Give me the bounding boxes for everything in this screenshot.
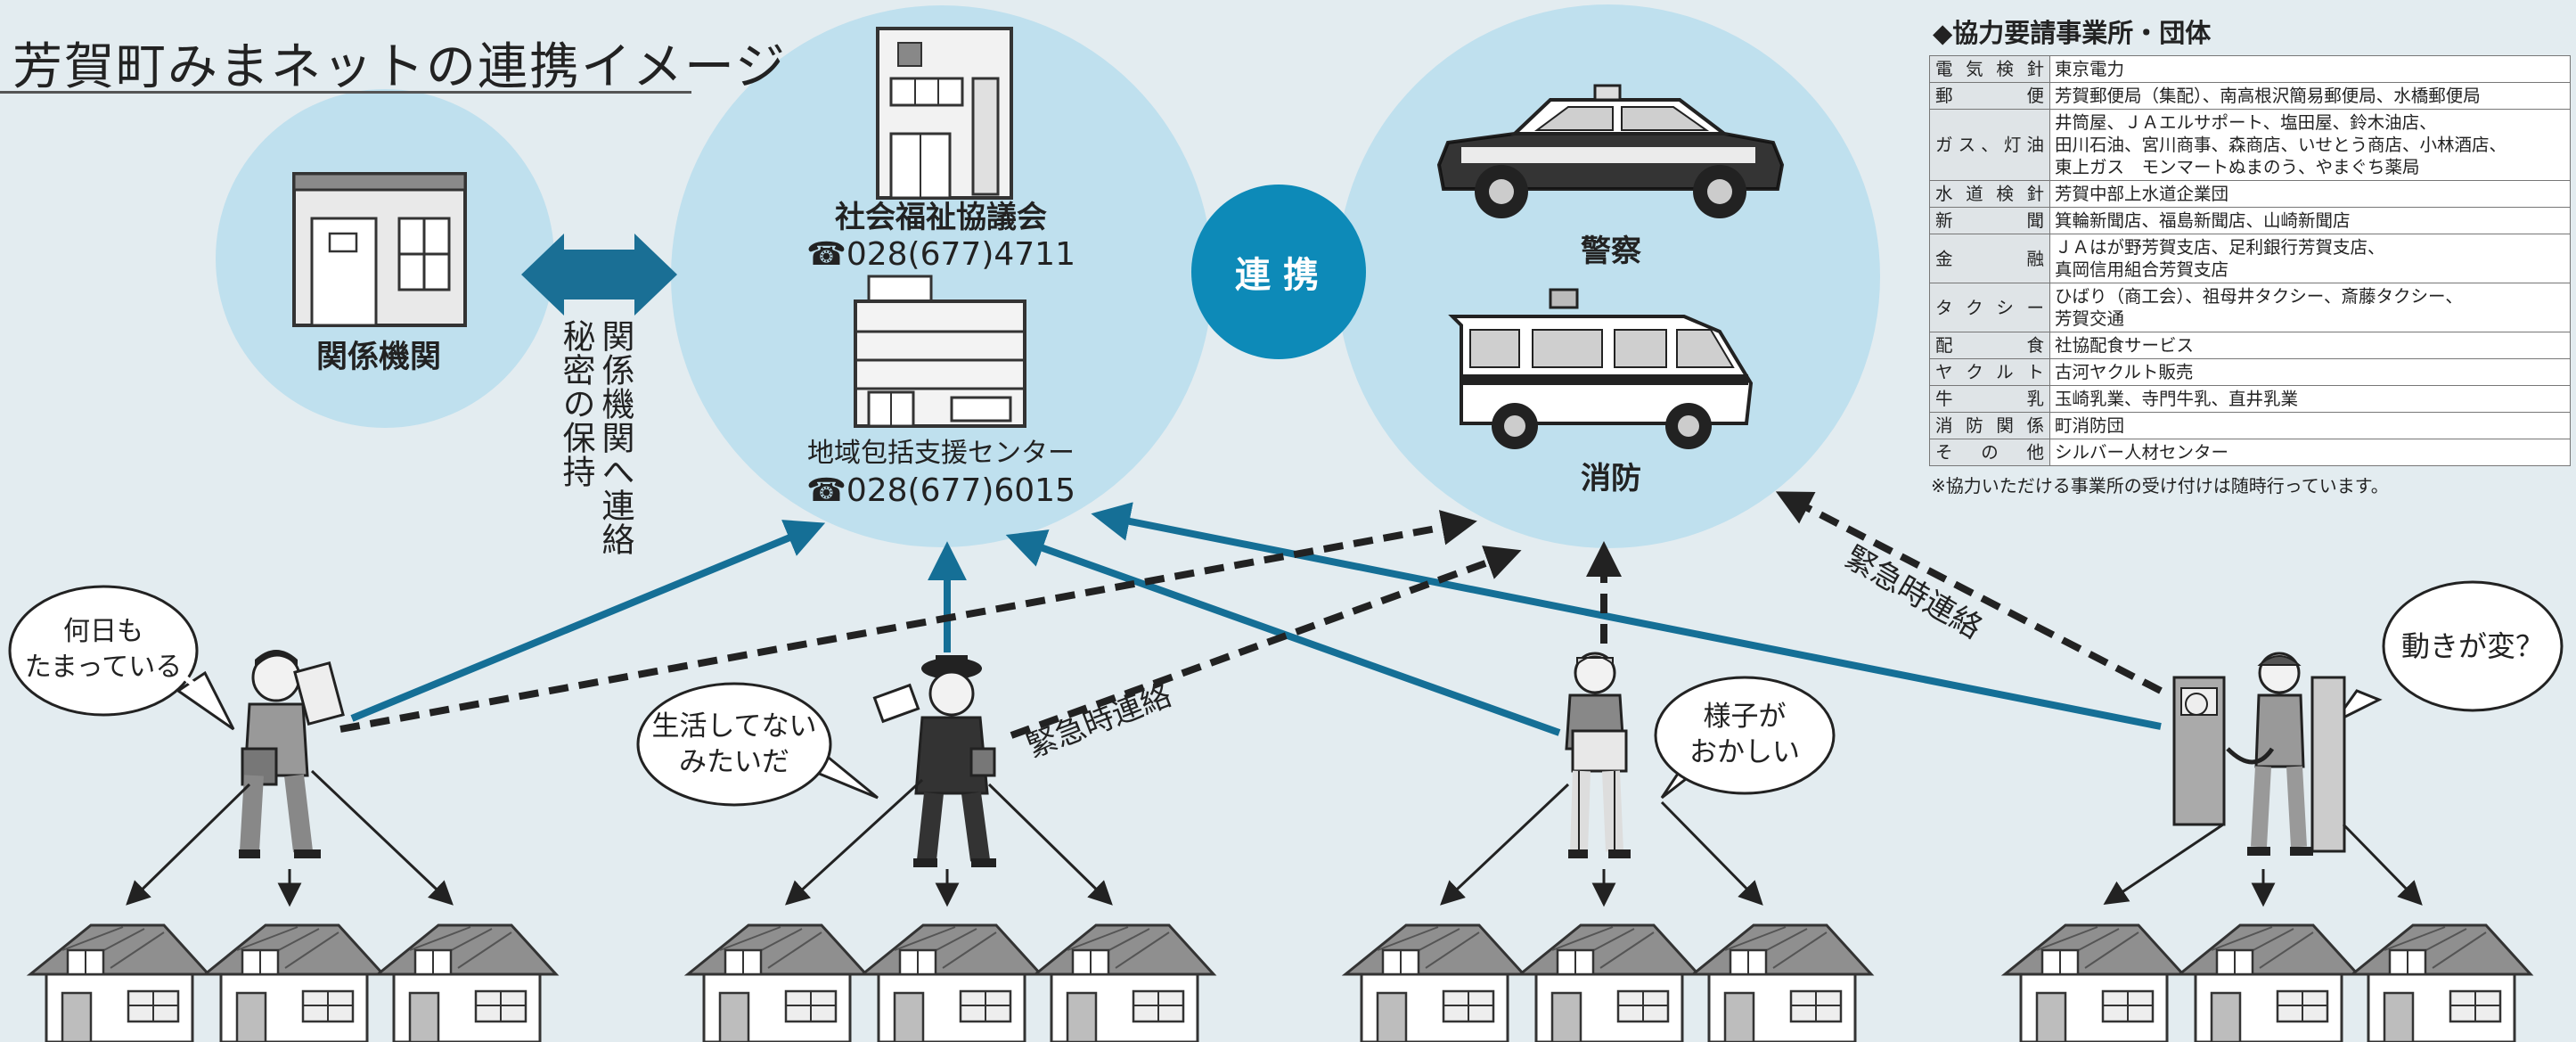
agency-building-icon: [292, 172, 467, 327]
related-agency-label: 関係機関: [316, 340, 441, 375]
newspaper-carrier-icon: [239, 650, 345, 858]
center-phone: ☎028(677)6015: [806, 472, 1075, 509]
table-row: 牛乳玉崎乳業、寺門牛乳、直井乳業: [1929, 385, 2571, 413]
table-row: 郵便芳賀郵便局（集配）、南高根沢簡易郵便局、水橋郵便局: [1929, 82, 2571, 110]
table-cell-members: 井筒屋、ＪＡエルサポート、塩田屋、鈴木油店、 田川石油、宮川商事、森商店、いせと…: [2049, 109, 2571, 181]
privacy-label-2: 秘密の保持: [557, 319, 595, 488]
table-cell-members: 社協配食サービス: [2049, 332, 2571, 359]
emergency-arrow-gas: [1775, 491, 2163, 694]
table-row: その他シルバー人材センター: [1929, 439, 2571, 466]
table-row: 消防関係町消防団: [1929, 412, 2571, 439]
table-row: 配食社協配食サービス: [1929, 332, 2571, 359]
title-underline: [0, 91, 691, 94]
council-phone: ☎028(677)4711: [806, 236, 1075, 273]
double-arrow-icon: [521, 234, 677, 316]
table-cell-category: ヤクルト: [1929, 358, 2050, 386]
speech-bubble-delivery: [1654, 676, 1836, 800]
speech-newspaper-line1: 何日も: [63, 616, 143, 647]
table-cell-category: 水道検針: [1929, 180, 2050, 208]
speech-bubble-postman: [636, 682, 879, 807]
table-cell-category: タクシー: [1929, 283, 2050, 332]
speech-newspaper-line2: たまっている: [25, 652, 182, 683]
welfare-center-circle: [671, 5, 1213, 547]
speech-delivery-line1: 様子が: [1704, 701, 1787, 733]
center-building-icon: [854, 275, 1026, 428]
table-cell-category: 金融: [1929, 234, 2050, 283]
table-cell-members: 芳賀中部上水道企業団: [2049, 180, 2571, 208]
cooperation-label: 連 携: [1235, 255, 1319, 296]
speech-gas-line1: 動きが変？: [2401, 629, 2544, 663]
council-name: 社会福祉協議会: [835, 200, 1047, 235]
table-cell-category: 郵便: [1929, 82, 2050, 110]
table-cell-members: 町消防団: [2049, 412, 2571, 439]
fire-label: 消防: [1581, 461, 1641, 496]
table-cell-members: ＪＡはが野芳賀支店、足利銀行芳賀支店、 真岡信用組合芳賀支店: [2049, 234, 2571, 283]
house-icon: [1034, 923, 1215, 1042]
house-icon: [861, 923, 1043, 1042]
police-label: 警察: [1581, 234, 1641, 269]
house-group-4: [2003, 923, 2532, 1042]
table-cell-members: 箕輪新聞店、福島新聞店、山崎新聞店: [2049, 207, 2571, 234]
coop-table-panel: ◆協力要請事業所・団体 電気検針東京電力郵便芳賀郵便局（集配）、南高根沢簡易郵便…: [1929, 12, 2571, 497]
arrow-gas-to-center: [1091, 502, 2162, 730]
table-cell-members: シルバー人材センター: [2049, 439, 2571, 466]
center-name: 地域包括支援センター: [807, 438, 1075, 469]
gas-station-worker-icon: [2172, 652, 2346, 856]
table-row: 水道検針芳賀中部上水道企業団: [1929, 180, 2571, 208]
speech-delivery-line2: おかしい: [1689, 736, 1800, 768]
table-cell-category: 牛乳: [1929, 385, 2050, 413]
house-icon: [2351, 923, 2532, 1042]
house-group-2: [686, 923, 1215, 1042]
house-icon: [686, 923, 868, 1042]
council-building-icon: [876, 27, 1013, 200]
house-icon: [376, 923, 558, 1042]
table-cell-category: ガス、灯油: [1929, 109, 2050, 181]
table-row: 新聞箕輪新聞店、福島新聞店、山崎新聞店: [1929, 207, 2571, 234]
table-row: ヤクルト古河ヤクルト販売: [1929, 358, 2571, 386]
coop-table: 電気検針東京電力郵便芳賀郵便局（集配）、南高根沢簡易郵便局、水橋郵便局ガス、灯油…: [1929, 55, 2571, 466]
table-row: ガス、灯油井筒屋、ＪＡエルサポート、塩田屋、鈴木油店、 田川石油、宮川商事、森商…: [1929, 109, 2571, 181]
police-car-icon: [1436, 84, 1785, 218]
table-row: タクシーひばり（商工会）、祖母井タクシー、斎藤タクシー、 芳賀交通: [1929, 283, 2571, 332]
table-cell-members: 東京電力: [2049, 55, 2571, 83]
table-cell-category: 配食: [1929, 332, 2050, 359]
coop-table-note: ※協力いただける事業所の受け付けは随時行っています。: [1931, 475, 2389, 496]
arrow-newspaper-to-center: [350, 520, 826, 722]
postman-icon: [872, 655, 996, 867]
table-cell-category: 新聞: [1929, 207, 2050, 234]
house-icon: [29, 923, 210, 1042]
house-arrows: [126, 769, 2423, 907]
page-title: 芳賀町みまネットの連携イメージ: [12, 38, 787, 96]
house-icon: [1691, 923, 1873, 1042]
speech-bubble-newspaper: [8, 585, 235, 731]
cooperation-badge: [1191, 185, 1366, 359]
table-cell-members: 芳賀郵便局（集配）、南高根沢簡易郵便局、水橋郵便局: [2049, 82, 2571, 110]
table-cell-members: ひばり（商工会）、祖母井タクシー、斎藤タクシー、 芳賀交通: [2049, 283, 2571, 332]
ambulance-icon: [1448, 288, 1754, 449]
house-group-1: [29, 923, 558, 1042]
speech-postman-line1: 生活してない: [651, 710, 816, 743]
house-icon: [1518, 923, 1700, 1042]
house-group-3: [1344, 923, 1873, 1042]
coop-table-title: ◆協力要請事業所・団体: [1933, 18, 2212, 48]
table-cell-members: 玉崎乳業、寺門牛乳、直井乳業: [2049, 385, 2571, 413]
house-icon: [2003, 923, 2185, 1042]
arrow-delivery-to-center: [1005, 529, 1561, 736]
table-cell-category: 電気検針: [1929, 55, 2050, 83]
table-cell-category: 消防関係: [1929, 412, 2050, 439]
emergency-arrow-newspaper: [339, 510, 1477, 733]
house-icon: [1344, 923, 1525, 1042]
speech-bubble-gas: [2333, 580, 2564, 724]
table-cell-category: その他: [1929, 439, 2050, 466]
house-icon: [203, 923, 385, 1042]
privacy-label: 関係機関へ連絡: [596, 319, 634, 556]
speech-postman-line2: みたいだ: [679, 746, 789, 778]
table-cell-members: 古河ヤクルト販売: [2049, 358, 2571, 386]
delivery-worker-icon: [1565, 652, 1631, 858]
table-row: 電気検針東京電力: [1929, 55, 2571, 83]
house-icon: [2178, 923, 2359, 1042]
